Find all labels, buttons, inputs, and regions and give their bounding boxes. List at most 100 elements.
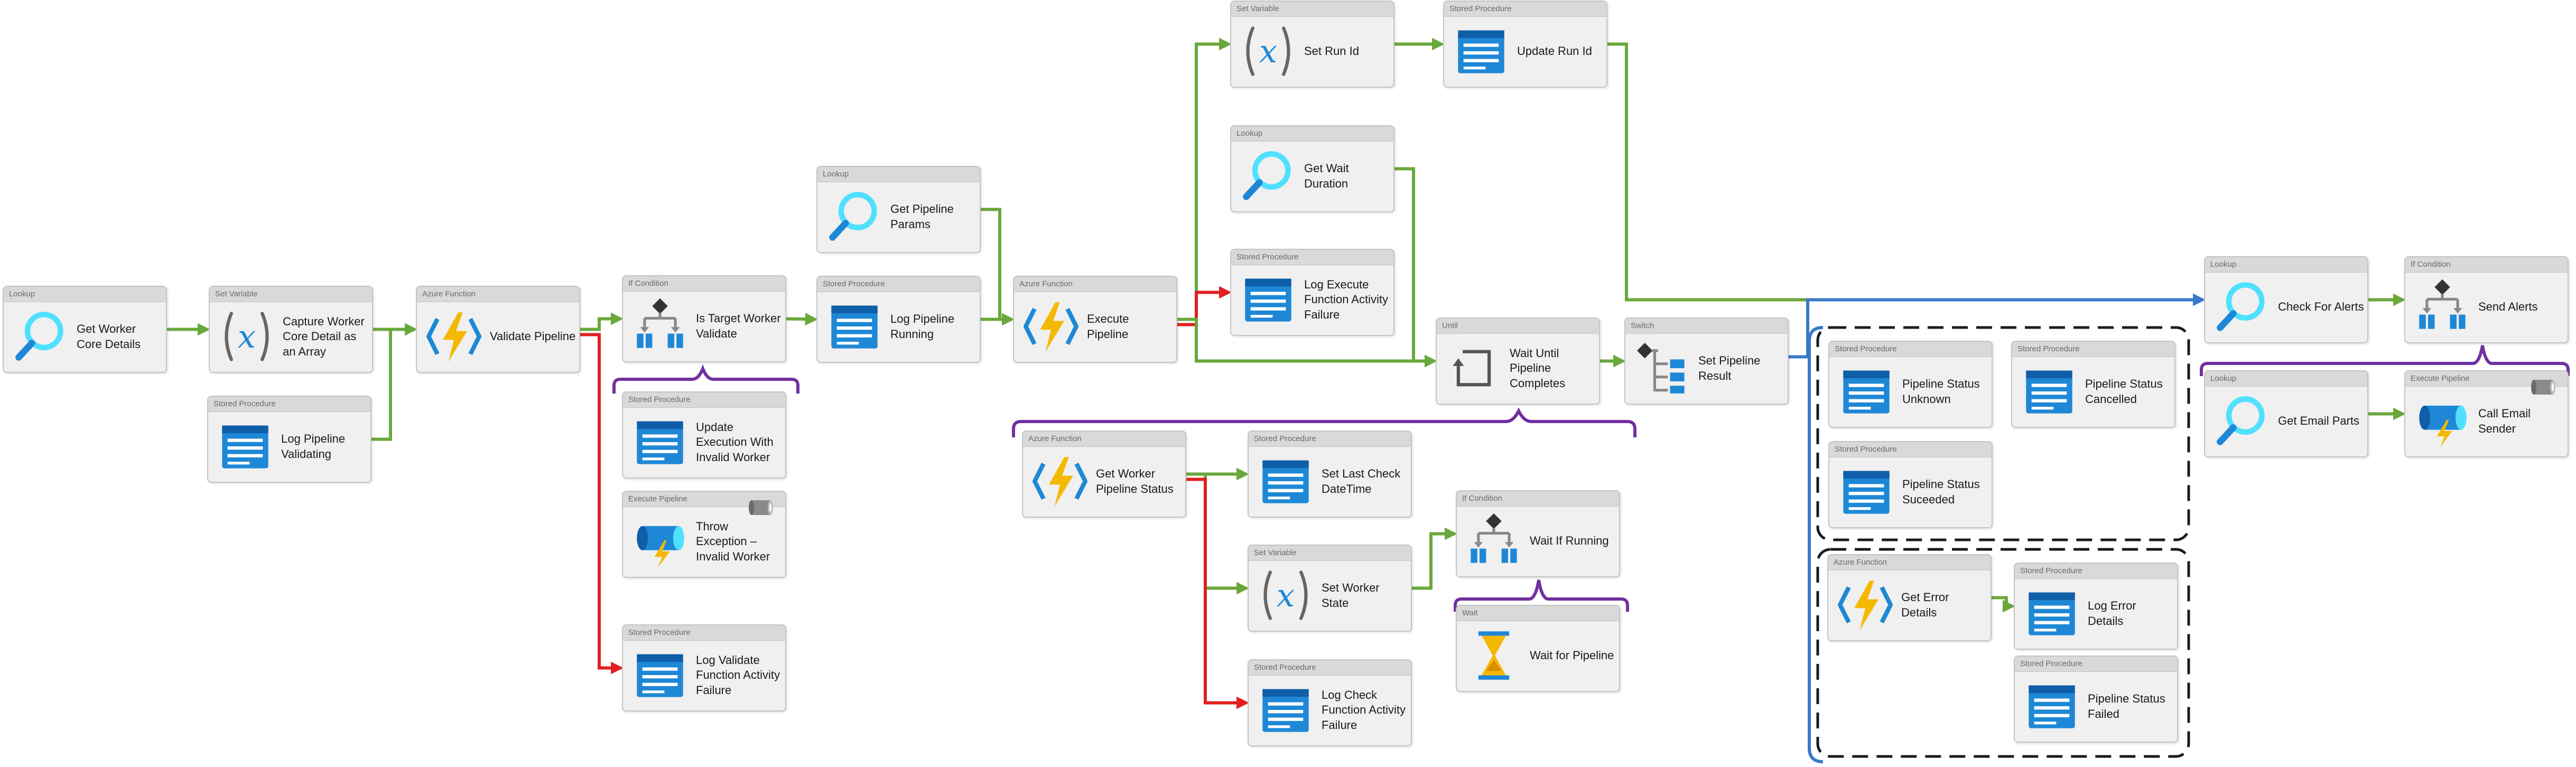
activity-name: Wait for Pipeline bbox=[1530, 649, 1614, 662]
connector-is-target-worker-validate-to-log-pipeline-running bbox=[786, 313, 818, 326]
connector-get-worker-pipeline-status-to-set-worker-state bbox=[1186, 472, 1249, 595]
activity-type-label: Stored Procedure bbox=[817, 277, 980, 292]
activity-type-label: Until bbox=[1437, 319, 1599, 334]
lookup-icon bbox=[13, 309, 68, 364]
if-condition-icon bbox=[1466, 513, 1521, 568]
execute-pipeline-icon bbox=[2415, 394, 2470, 448]
if-condition-icon bbox=[633, 298, 687, 353]
activity-name: Get Worker Core Details bbox=[77, 322, 141, 351]
activity-name: Log Validate Function Activity Failure bbox=[696, 653, 780, 697]
activity-type-label: Stored Procedure bbox=[2012, 342, 2174, 357]
activity-name: Get Pipeline Params bbox=[890, 202, 954, 231]
activity-name: Update Run Id bbox=[1517, 44, 1592, 58]
azure-function-icon bbox=[1033, 454, 1087, 509]
lookup-icon bbox=[827, 189, 882, 244]
activity-type-label: Stored Procedure bbox=[623, 625, 785, 641]
activity-name: Set Pipeline Result bbox=[1698, 354, 1761, 382]
activity-type-label: If Condition bbox=[623, 276, 785, 292]
svg-text:x: x bbox=[238, 319, 256, 356]
stored-procedure-icon bbox=[1258, 454, 1313, 509]
activity-type-label: Stored Procedure bbox=[1829, 442, 1992, 457]
activity-type-label: Azure Function bbox=[417, 287, 579, 302]
activity-name: Pipeline Status Cancelled bbox=[2085, 377, 2163, 406]
stored-procedure-icon bbox=[2022, 364, 2077, 419]
activity-type-label: Lookup bbox=[817, 167, 980, 182]
activity-type-label: Azure Function bbox=[1014, 277, 1176, 292]
activity-set-worker-state[interactable]: Set Variable x Set Worker State bbox=[1248, 545, 1412, 632]
activity-type-label: Stored Procedure bbox=[1249, 432, 1411, 447]
activity-type-label: Switch bbox=[1625, 319, 1788, 334]
activity-name: Is Target Worker Validate bbox=[696, 312, 781, 340]
connector-get-error-details-to-log-error-details bbox=[1992, 596, 2015, 613]
connector-get-worker-pipeline-status-to-log-check-function-activity-failure bbox=[1186, 478, 1249, 709]
stored-procedure-icon bbox=[633, 648, 687, 703]
svg-text:x: x bbox=[1277, 577, 1295, 614]
activity-name: Send Alerts bbox=[2478, 300, 2538, 314]
azure-function-icon bbox=[426, 309, 481, 364]
activity-type-label: Stored Procedure bbox=[208, 397, 370, 412]
activity-name: Execute Pipeline bbox=[1087, 312, 1129, 341]
activity-name: Get Email Parts bbox=[2278, 414, 2360, 428]
activity-type-label: If Condition bbox=[1457, 491, 1619, 507]
lookup-icon bbox=[2215, 279, 2270, 334]
activity-name: Update Execution With Invalid Worker bbox=[696, 420, 774, 464]
azure-function-icon bbox=[1838, 577, 1893, 632]
variable-icon: x bbox=[1258, 568, 1313, 623]
activity-name: Get Worker Pipeline Status bbox=[1096, 467, 1174, 495]
activity-is-target-worker-validate[interactable]: If Condition Is Target Worker Validate bbox=[622, 275, 786, 362]
activity-type-label: Stored Procedure bbox=[1444, 2, 1606, 17]
activity-name: Log Check Function Activity Failure bbox=[1322, 688, 1406, 732]
activity-name: Get Error Details bbox=[1901, 591, 1949, 619]
activity-name: Wait If Running bbox=[1530, 534, 1609, 548]
activity-type-label: Set Variable bbox=[1249, 546, 1411, 561]
lookup-icon bbox=[1241, 148, 1296, 203]
activity-type-label: Stored Procedure bbox=[2015, 564, 2177, 579]
activity-type-label: Stored Procedure bbox=[1829, 342, 1992, 357]
activity-type-label: Lookup bbox=[2205, 371, 2367, 387]
activity-name: Set Worker State bbox=[1322, 581, 1380, 610]
svg-text:x: x bbox=[1259, 33, 1277, 70]
connector-validate-pipeline-to-log-validate-function-activity-failure bbox=[580, 333, 624, 675]
lookup-icon bbox=[2215, 394, 2270, 448]
execute-pipeline-icon bbox=[633, 514, 687, 569]
activity-type-label: Lookup bbox=[2205, 257, 2367, 273]
connector-set-pipeline-result-to-check-for-alerts bbox=[1789, 293, 2206, 359]
activity-name: Call Email Sender bbox=[2478, 407, 2531, 435]
activity-name: Get Wait Duration bbox=[1304, 162, 1349, 190]
activity-type-label: Lookup bbox=[4, 287, 166, 302]
connector-update-run-id-to-check-for-alerts bbox=[1607, 42, 2206, 306]
